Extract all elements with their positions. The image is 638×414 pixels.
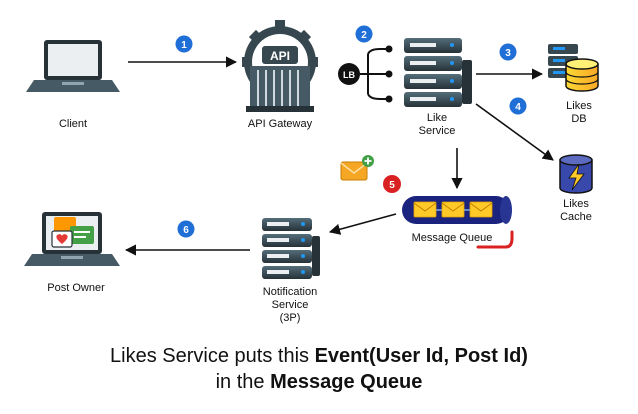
step-badge-1: 1 — [175, 35, 193, 53]
like-service-label-line1: Like — [426, 112, 448, 124]
svg-text:3: 3 — [505, 48, 511, 59]
arrow-queue-to-notification — [328, 213, 397, 235]
svg-text:5: 5 — [389, 180, 395, 191]
step-badge-5: 5 — [383, 175, 401, 193]
step-badge-2: 2 — [355, 25, 373, 43]
caption-line-2-text: in the — [215, 371, 271, 393]
svg-text:6: 6 — [183, 225, 189, 236]
caption-line-2: in the Message Queue — [0, 370, 638, 394]
step-badge-6: 6 — [177, 220, 195, 238]
svg-text:2: 2 — [361, 30, 367, 41]
like-service-label-line2: Service — [418, 125, 456, 137]
like-service-server-icon — [404, 38, 472, 107]
notification-service-label: Notification Service (3P) — [262, 286, 318, 324]
api-gateway-label: API Gateway — [247, 118, 313, 130]
message-queue-label: Message Queue — [411, 232, 493, 244]
caption-queue-highlight: Message Queue — [270, 371, 423, 393]
post-owner-label: Post Owner — [47, 282, 105, 294]
svg-text:LB: LB — [343, 70, 355, 80]
api-sign-text: API — [270, 49, 290, 63]
load-balancer-icon: LB — [338, 45, 393, 103]
client-laptop-icon — [26, 40, 120, 92]
client-label: Client — [58, 118, 88, 130]
likes-db-icon — [548, 44, 599, 92]
api-gateway-icon: API — [242, 20, 318, 112]
likes-cache-label: Likes Cache — [560, 198, 592, 223]
caption-event-highlight: Event(User Id, Post Id) — [314, 345, 528, 367]
post-owner-laptop-icon — [24, 212, 120, 266]
message-queue-icon — [402, 196, 514, 249]
notification-service-server-icon — [262, 218, 320, 279]
like-service-label: Like Service — [404, 112, 470, 138]
caption-line-1: Likes Service puts this Event(User Id, P… — [0, 344, 638, 368]
event-envelope-icon — [340, 155, 374, 181]
arrow-service-to-cache — [475, 103, 554, 161]
svg-text:4: 4 — [515, 102, 521, 113]
step-badge-4: 4 — [509, 97, 527, 115]
svg-text:1: 1 — [181, 40, 187, 51]
caption-line-1-text: Likes Service puts this — [110, 345, 315, 367]
likes-cache-icon — [559, 154, 593, 194]
step-badge-3: 3 — [499, 43, 517, 61]
likes-db-label: Likes DB — [566, 100, 592, 125]
